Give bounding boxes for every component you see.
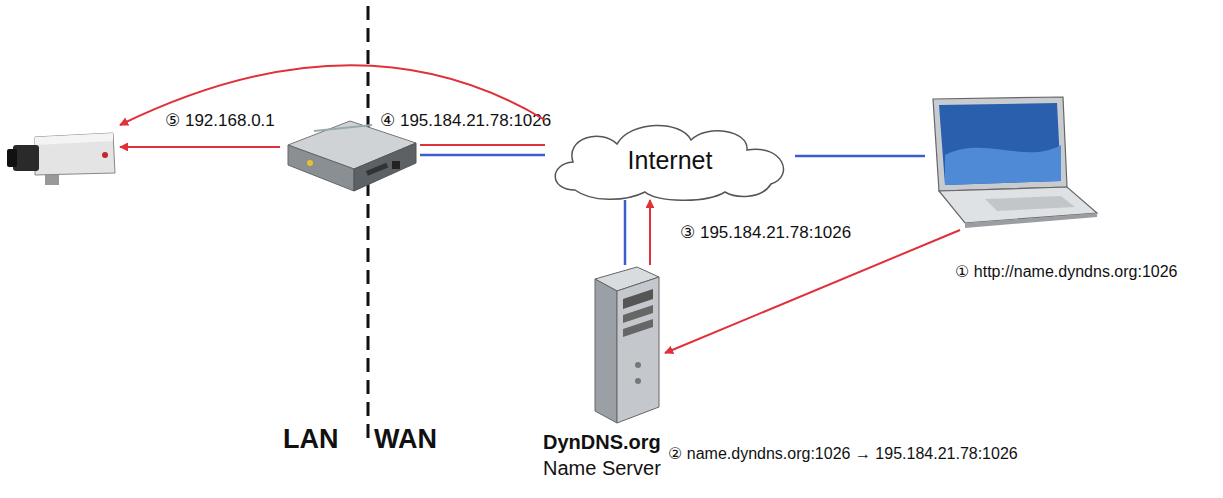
dns-server: DynDNS.orgName Server bbox=[585, 265, 665, 425]
request-arrow bbox=[420, 144, 545, 146]
lan-wan-boundary bbox=[367, 6, 370, 440]
network-link bbox=[795, 155, 925, 158]
step-label: ④ 195.184.21.78:1026 bbox=[380, 110, 551, 131]
zone-label: LAN bbox=[283, 424, 339, 455]
internet-cloud: Internet bbox=[545, 120, 795, 200]
step-label: ① http://name.dyndns.org:1026 bbox=[955, 262, 1177, 281]
request-arrow bbox=[649, 200, 651, 265]
ip-camera bbox=[5, 125, 120, 190]
node-title: DynDNS.org bbox=[543, 431, 661, 454]
request-arrow bbox=[120, 146, 280, 148]
request-arrow bbox=[665, 230, 960, 353]
laptop bbox=[925, 95, 1100, 230]
network-link bbox=[420, 154, 545, 157]
network-link bbox=[624, 200, 627, 265]
step-label: ⑤ 192.168.0.1 bbox=[165, 110, 275, 131]
node-title: Internet bbox=[545, 120, 795, 200]
camera-illustration bbox=[5, 125, 120, 190]
laptop-illustration bbox=[925, 95, 1100, 230]
step-label: ③ 195.184.21.78:1026 bbox=[680, 222, 851, 243]
zone-label: WAN bbox=[374, 424, 437, 455]
server-illustration bbox=[585, 265, 665, 425]
mapping-note: ② name.dyndns.org:1026 → 195.184.21.78:1… bbox=[668, 444, 1018, 463]
node-subtitle: Name Server bbox=[543, 457, 661, 480]
request-arrow bbox=[120, 65, 545, 125]
